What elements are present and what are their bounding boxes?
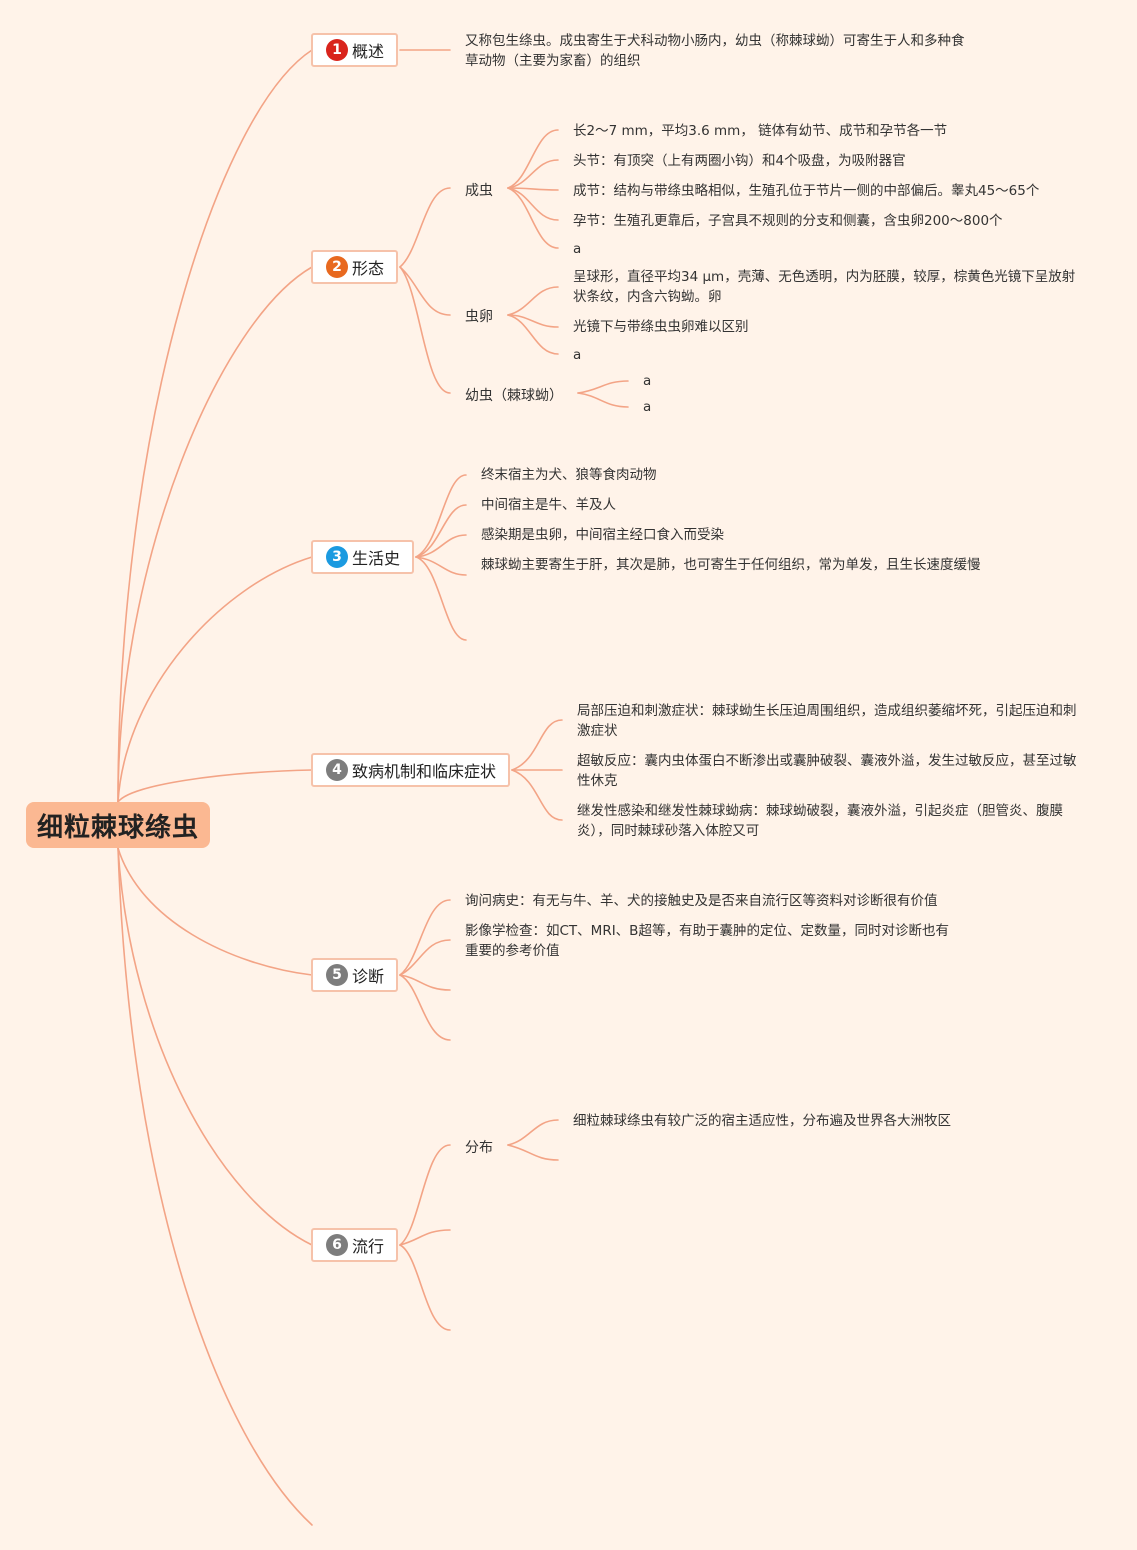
number-badge-3: 3 <box>326 546 348 568</box>
topic-epidemiology[interactable]: 6 流行 <box>311 1228 399 1262</box>
topic-overview[interactable]: 1 概述 <box>311 33 399 67</box>
connector-morph-adult <box>399 187 451 268</box>
connector-root-epidemiology <box>117 847 313 1246</box>
adult-item: 长2～7 mm，平均3.6 mm， 链体有幼节、成节和孕节各一节 <box>573 123 948 139</box>
number-badge-2: 2 <box>326 256 348 278</box>
pathogenesis-item: 继发性感染和继发性棘球蚴病：棘球蚴破裂，囊液外溢，引起炎症（胆管炎、腹膜炎），同… <box>577 803 1063 839</box>
lifecycle-item: 棘球蚴主要寄生于肝，其次是肺，也可寄生于任何组织，常为单发，且生长速度缓慢 <box>481 557 981 573</box>
connector-root-extra <box>117 847 313 1526</box>
subtopic-adult[interactable]: 成虫 <box>465 183 493 199</box>
subtopic-egg[interactable]: 虫卵 <box>465 309 493 325</box>
connector-root-overview <box>117 49 313 803</box>
overview-text: 又称包生绦虫。成虫寄生于犬科动物小肠内，幼虫（称棘球蚴）可寄生于人和多种食草动物… <box>465 33 965 69</box>
topic-lifecycle[interactable]: 3 生活史 <box>311 540 415 574</box>
topic-label: 生活史 <box>352 549 401 568</box>
adult-item: 孕节：生殖孔更靠后，子宫具不规则的分支和侧囊，含虫卵200～800个 <box>573 213 1003 229</box>
larva-item: a <box>643 373 652 389</box>
connector-root-morphology <box>117 266 313 803</box>
lifecycle-item: 感染期是虫卵，中间宿主经口食入而受染 <box>481 527 724 543</box>
connector-morph-larva <box>399 266 451 394</box>
number-badge-6: 6 <box>326 1234 348 1256</box>
topic-label: 流行 <box>352 1237 385 1256</box>
subtopic-distribution[interactable]: 分布 <box>465 1140 493 1156</box>
topic-label: 形态 <box>352 259 385 278</box>
egg-item: a <box>573 347 582 363</box>
topic-label: 诊断 <box>352 967 385 986</box>
distribution-item: 细粒棘球绦虫有较广泛的宿主适应性，分布遍及世界各大洲牧区 <box>573 1113 951 1129</box>
diagnosis-item: 影像学检查：如CT、MRI、B超等，有助于囊肿的定位、定数量，同时对诊断也有重要… <box>465 923 949 959</box>
topic-label: 概述 <box>352 42 385 61</box>
connector-root-lifecycle <box>117 556 313 803</box>
topic-morphology[interactable]: 2 形态 <box>311 250 399 284</box>
topic-diagnosis[interactable]: 5 诊断 <box>311 958 399 992</box>
connector-root-diagnosis <box>117 847 313 976</box>
adult-item: 头节：有顶突（上有两圈小钩）和4个吸盘，为吸附器官 <box>573 153 906 169</box>
number-badge-4: 4 <box>326 759 348 781</box>
number-badge-1: 1 <box>326 39 348 61</box>
adult-item: a <box>573 241 582 257</box>
diagnosis-item: 询问病史：有无与牛、羊、犬的接触史及是否来自流行区等资料对诊断很有价值 <box>465 893 938 909</box>
lifecycle-item: 中间宿主是牛、羊及人 <box>481 497 616 513</box>
egg-item: 呈球形，直径平均34 μm，壳薄、无色透明，内为胚膜，较厚，棕黄色光镜下呈放射状… <box>573 269 1076 305</box>
larva-item: a <box>643 399 652 415</box>
number-badge-5: 5 <box>326 964 348 986</box>
topic-label: 致病机制和临床症状 <box>352 762 497 781</box>
lifecycle-item: 终末宿主为犬、狼等食肉动物 <box>481 467 657 483</box>
root-topic[interactable]: 细粒棘球绦虫 <box>26 802 210 848</box>
adult-item: 成节：结构与带绦虫略相似，生殖孔位于节片一侧的中部偏后。睾丸45～65个 <box>573 183 1040 199</box>
connector-root-pathogenesis <box>117 769 313 803</box>
egg-item: 光镜下与带绦虫虫卵难以区别 <box>573 319 749 335</box>
topic-pathogenesis[interactable]: 4 致病机制和临床症状 <box>311 753 511 787</box>
pathogenesis-item: 超敏反应：囊内虫体蛋白不断渗出或囊肿破裂、囊液外溢，发生过敏反应，甚至过敏性休克 <box>577 753 1077 789</box>
pathogenesis-item: 局部压迫和刺激症状：棘球蚴生长压迫周围组织，造成组织萎缩坏死，引起压迫和刺激症状 <box>577 703 1077 739</box>
connector-morph-egg <box>399 266 451 316</box>
subtopic-larva[interactable]: 幼虫（棘球蚴） <box>465 388 563 404</box>
